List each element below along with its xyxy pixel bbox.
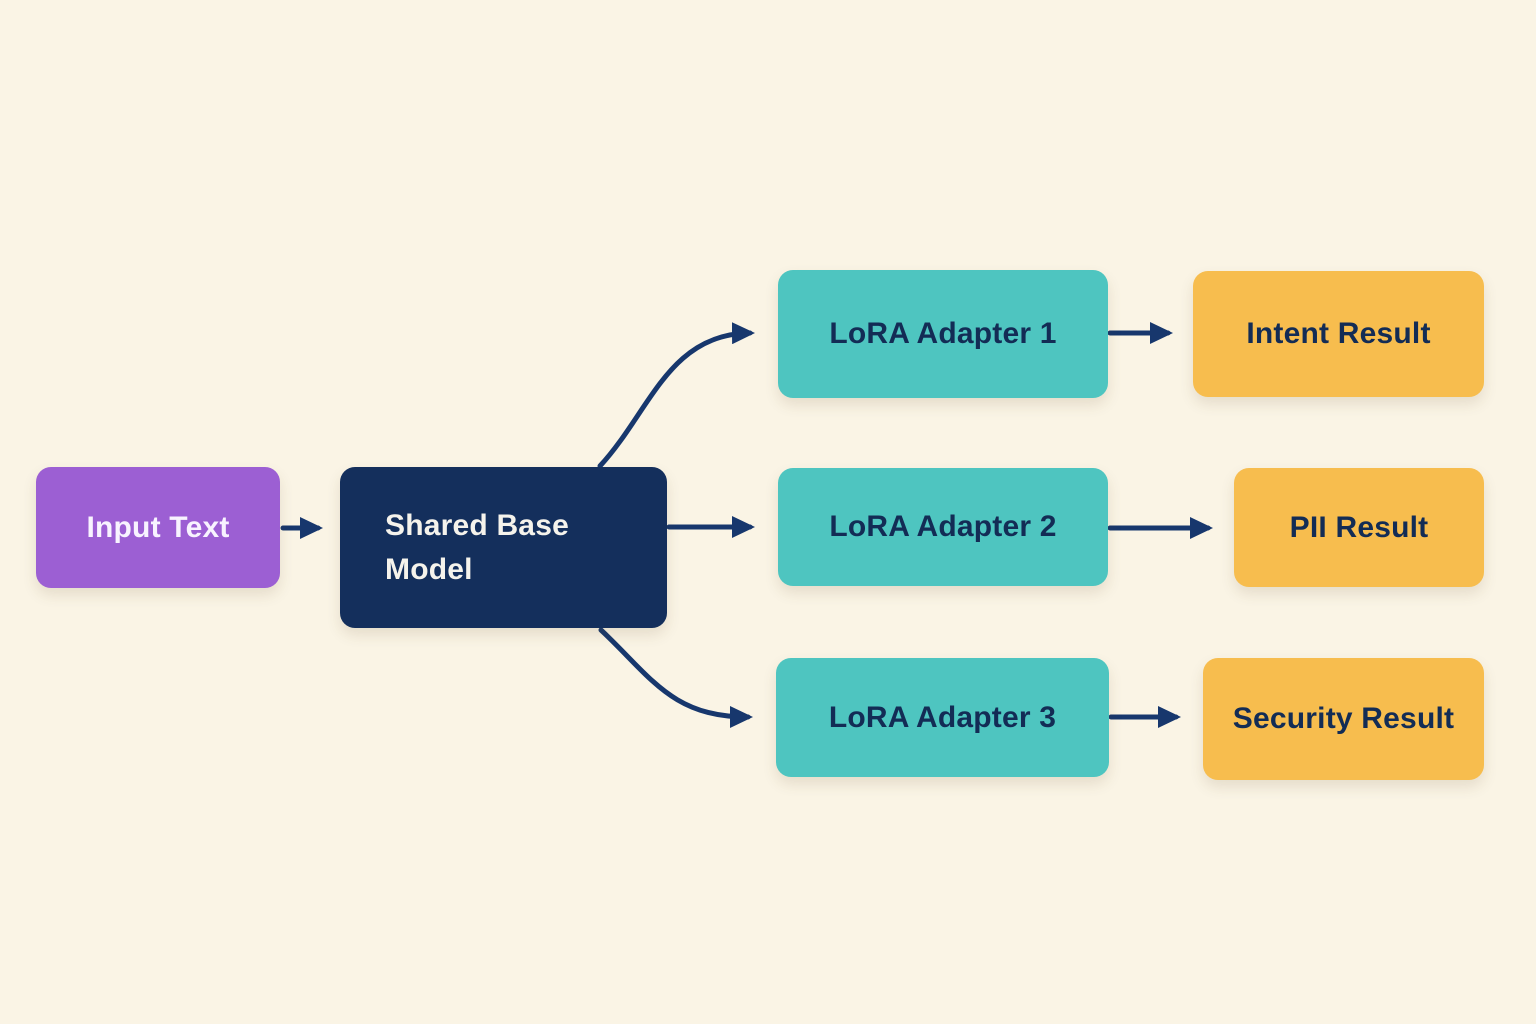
node-lora-adapter-3: LoRA Adapter 3 xyxy=(776,658,1109,777)
node-shared-base-model: Shared Base Model xyxy=(340,467,667,628)
node-lora-adapter-2-label: LoRA Adapter 2 xyxy=(829,510,1057,543)
node-lora-adapter-1: LoRA Adapter 1 xyxy=(778,270,1108,398)
node-input-text: Input Text xyxy=(36,467,280,588)
node-shared-base-model-label: Shared Base Model xyxy=(385,508,569,586)
node-lora-adapter-2: LoRA Adapter 2 xyxy=(778,468,1108,586)
node-pii-result: PII Result xyxy=(1234,468,1484,587)
edge-base-to-adapter1 xyxy=(597,322,755,469)
node-intent-result: Intent Result xyxy=(1193,271,1484,397)
node-pii-result-label: PII Result xyxy=(1289,510,1429,544)
node-input-text-label: Input Text xyxy=(86,510,230,544)
node-lora-adapter-1-label: LoRA Adapter 1 xyxy=(829,317,1057,350)
edge-base-to-adapter3 xyxy=(598,627,753,728)
node-security-result-label: Security Result xyxy=(1232,702,1455,735)
node-security-result: Security Result xyxy=(1203,658,1484,780)
node-lora-adapter-3-label: LoRA Adapter 3 xyxy=(828,700,1057,734)
node-intent-result-label: Intent Result xyxy=(1246,317,1431,350)
